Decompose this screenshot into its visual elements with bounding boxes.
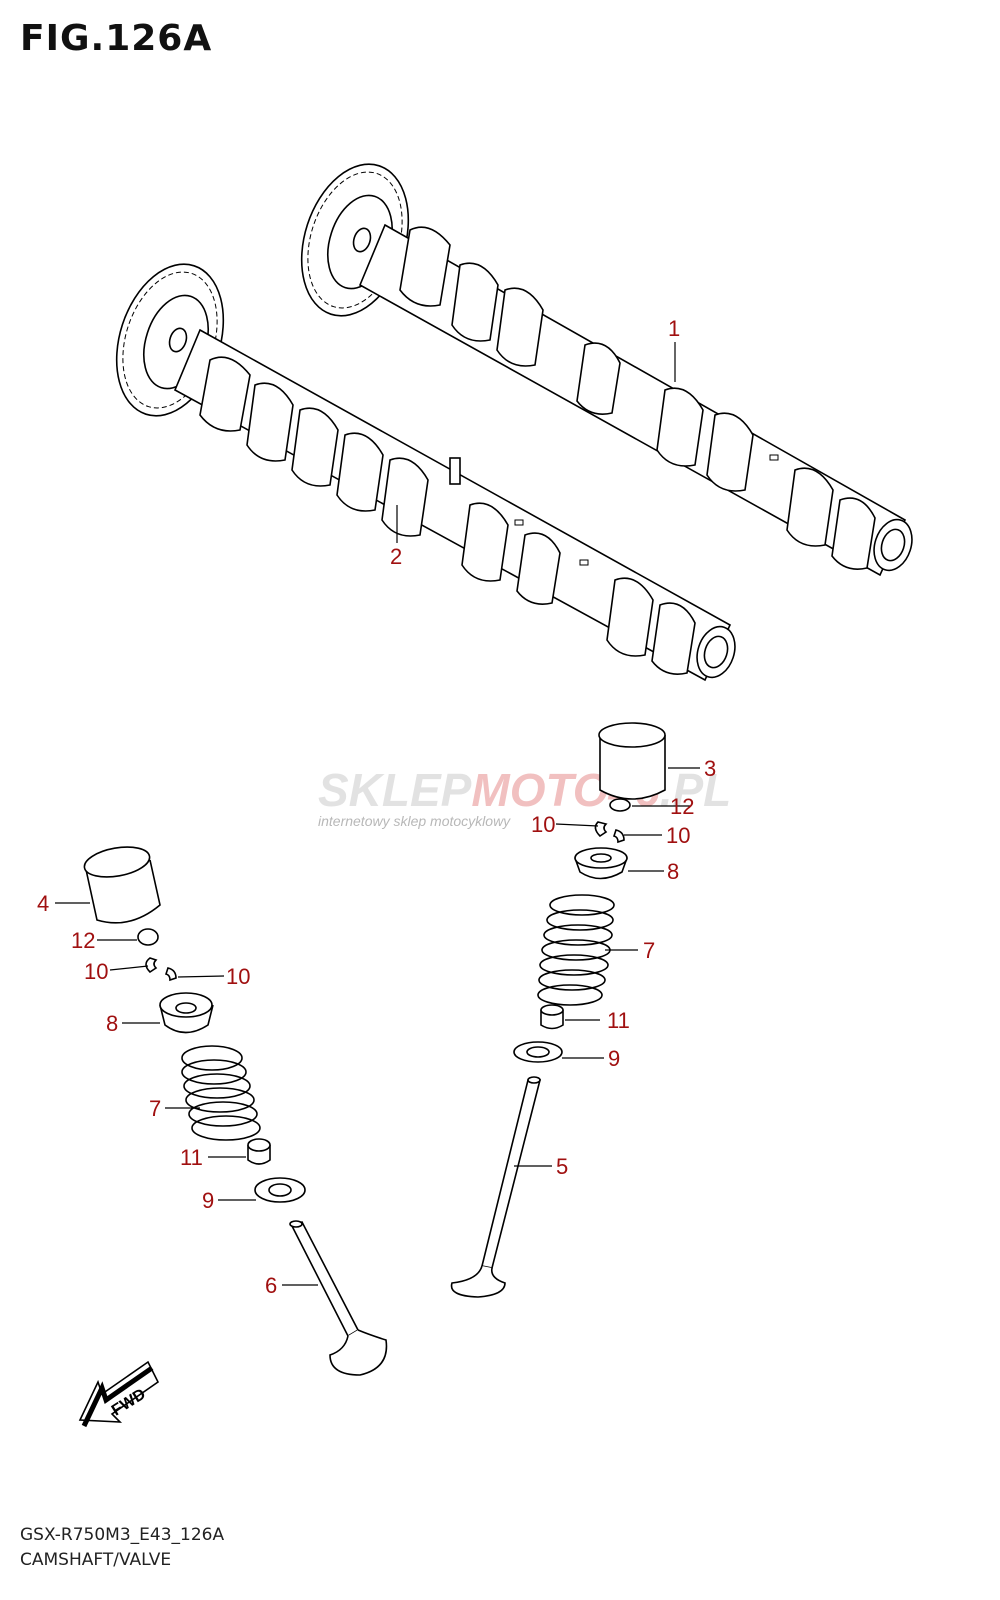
stem-seal-11-right	[540, 1004, 564, 1030]
callout-3: 3	[704, 756, 716, 781]
callout-10-left-b: 10	[226, 964, 250, 989]
watermark-part4: .PL	[660, 764, 732, 816]
spring-7-right	[537, 894, 615, 1006]
tappet-3	[598, 722, 666, 800]
watermark-part2: MOTO	[471, 764, 608, 816]
fwd-direction-badge: FWD	[78, 1360, 160, 1428]
watermark-part1: SKLEP	[318, 764, 472, 816]
leader-lines	[55, 342, 700, 1286]
spring-seat-9-right	[513, 1041, 563, 1063]
shim-12-right	[609, 798, 631, 812]
callout-5: 5	[556, 1154, 568, 1179]
exhaust-valve-5	[450, 1076, 542, 1298]
callout-6: 6	[265, 1273, 277, 1298]
retainer-8-left	[159, 992, 214, 1034]
callout-labels: 1 2 3 12 10 10 8 7 11 9 5 4 12 10 10 8 7…	[37, 316, 716, 1298]
camshaft-2	[115, 263, 736, 682]
spring-7-left	[181, 1045, 261, 1141]
figure-title: FIG.126A	[20, 18, 213, 59]
camshaft-1	[300, 163, 913, 577]
shim-12-left	[137, 928, 159, 946]
callout-1: 1	[668, 316, 680, 341]
callout-10-left-a: 10	[84, 959, 108, 984]
callout-8-left: 8	[106, 1011, 118, 1036]
cotter-10-right-b	[612, 829, 625, 844]
callout-2: 2	[390, 544, 402, 569]
callout-12-right: 12	[670, 794, 694, 819]
callout-9-left: 9	[202, 1188, 214, 1213]
callout-12-left: 12	[71, 928, 95, 953]
callout-9-right: 9	[608, 1046, 620, 1071]
footer-code: GSX-R750M3_E43_126A	[20, 1525, 225, 1545]
callout-7-left: 7	[149, 1096, 161, 1121]
watermark-tagline: internetowy sklep motocyklowy	[318, 813, 511, 829]
cotter-10-right-a	[594, 821, 608, 838]
cotter-10-left-b	[164, 967, 177, 982]
stem-seal-11-left	[247, 1138, 271, 1165]
callout-7-right: 7	[643, 938, 655, 963]
cotter-10-left-a	[145, 957, 158, 974]
tappet-4	[83, 846, 161, 924]
callout-10-right-b: 10	[666, 823, 690, 848]
callout-11-right: 11	[607, 1008, 630, 1033]
footer-caption: CAMSHAFT/VALVE	[20, 1550, 172, 1570]
callout-10-right-a: 10	[531, 812, 555, 837]
intake-valve-6	[289, 1220, 388, 1376]
callout-11-left: 11	[180, 1145, 203, 1170]
callout-4: 4	[37, 891, 49, 916]
retainer-8-right	[574, 847, 628, 880]
spring-seat-9-left	[254, 1177, 306, 1203]
callout-8-right: 8	[667, 859, 679, 884]
